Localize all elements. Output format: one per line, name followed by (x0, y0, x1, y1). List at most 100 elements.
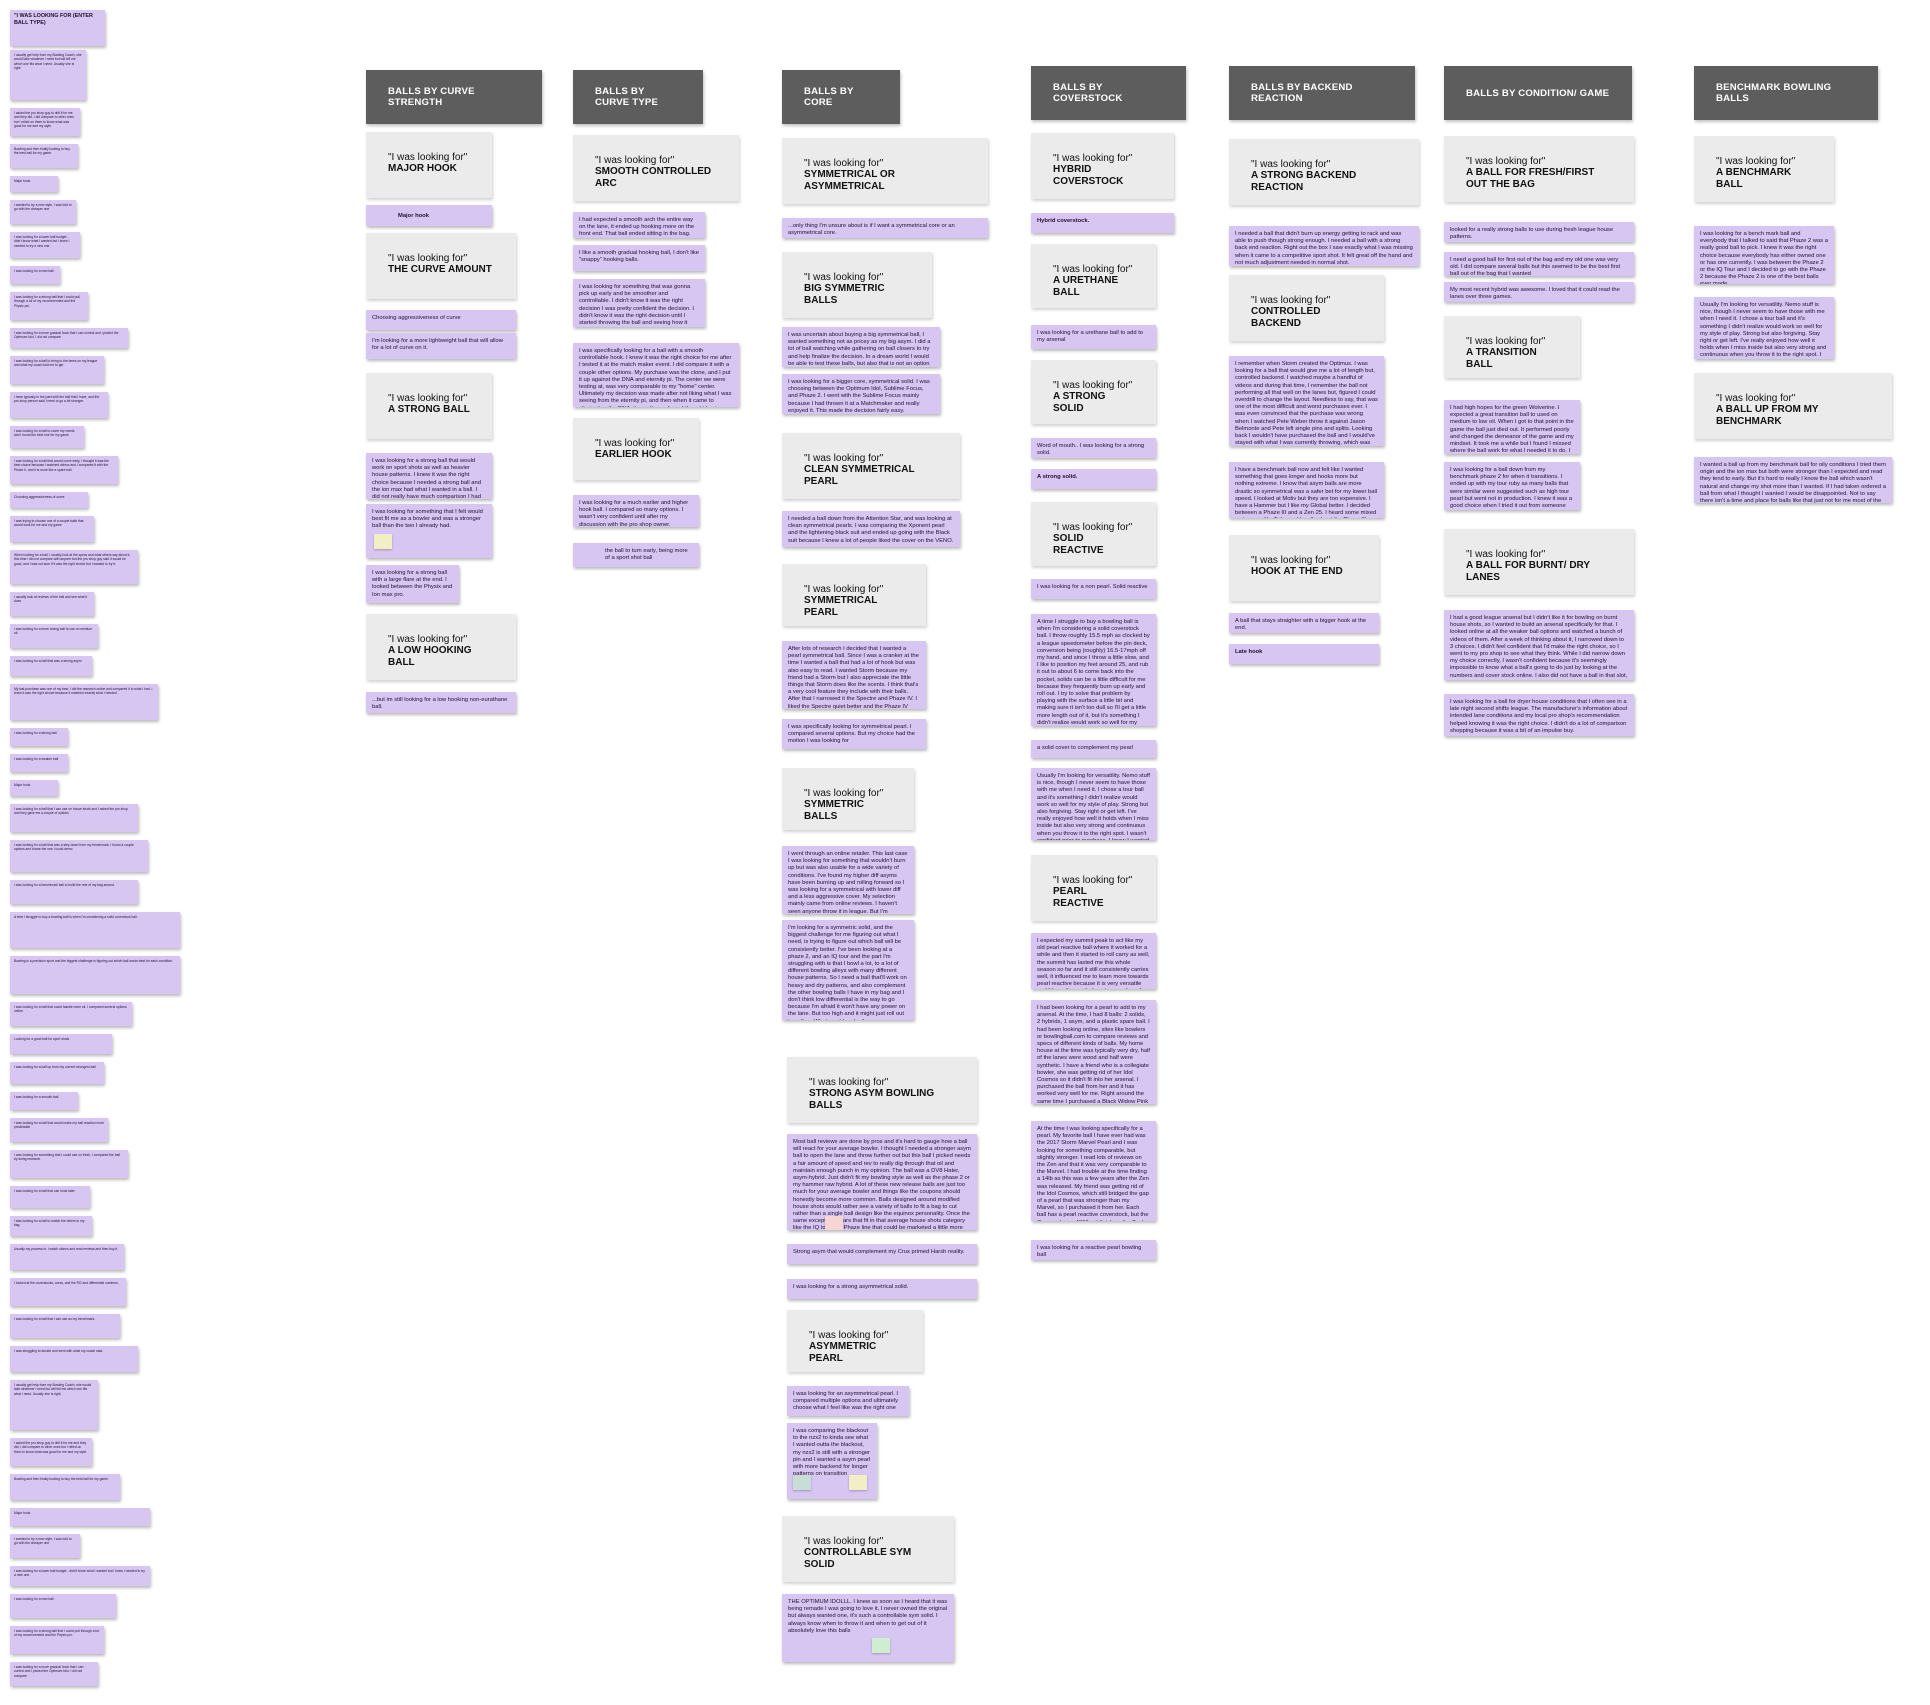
left-note[interactable]: Bowling and then finally looking to buy … (10, 1474, 120, 1500)
note-pearl-reactive-4[interactable]: I was looking for a reactive pearl bowli… (1031, 1240, 1156, 1260)
note-strong-3[interactable]: I was looking for a strong ball with a l… (366, 565, 459, 603)
left-note[interactable]: I was looking for a weaker ball (10, 754, 68, 772)
left-note[interactable]: I was looking for a ball that could hand… (10, 1002, 132, 1026)
note-solid-reactive-2[interactable]: A time I struggle to buy a bowling ball … (1031, 614, 1156, 726)
left-title-note[interactable]: "I WAS LOOKING FOR (ENTER BALL TYPE) (10, 10, 105, 46)
left-note[interactable]: I was looking for a more arcing ball to … (10, 624, 98, 648)
left-note[interactable]: I was looking for a new ball (10, 266, 60, 284)
note-sym-pearl-2[interactable]: I was specifically looking for symmetric… (782, 719, 926, 749)
left-note[interactable]: I was looking for a ball that was a step… (10, 840, 148, 872)
left-note[interactable]: Looking for a good ball for sport shots (10, 1034, 112, 1054)
note-transition-1[interactable]: I had high hopes for the green Wolverine… (1444, 400, 1580, 454)
note-solid-reactive-4[interactable]: Usually I'm looking for versatility. Nem… (1031, 768, 1156, 840)
note-asym-pearl-2[interactable]: I was comparing the blackout to the nzx2… (787, 1423, 877, 1499)
note-hook-end-1[interactable]: A ball that stays straighter with a bigg… (1229, 613, 1379, 633)
note-smooth-2[interactable]: I like a smooth gradual hooking ball, I … (573, 245, 705, 271)
note-smooth-4[interactable]: I was specifically looking for a ball wi… (573, 343, 739, 407)
note-benchmark-2[interactable]: Usually I'm looking for versatility. Nem… (1694, 297, 1834, 359)
note-solid-reactive-1[interactable]: I was looking for a non pearl. Solid rea… (1031, 579, 1156, 599)
note-earlier-2[interactable]: the ball to turn early, being more of a … (573, 543, 699, 567)
note-controlled-2[interactable]: I have a benchmark ball now and felt lik… (1229, 462, 1384, 518)
note-transition-2[interactable]: I was looking for a ball down from my be… (1444, 462, 1580, 510)
note-backend-1[interactable]: I needed a ball that didn't burn up ener… (1229, 226, 1419, 266)
note-strong-2[interactable]: I was looking for something that I felt … (366, 504, 492, 558)
note-benchmark-1[interactable]: I was looking for a bench mark ball and … (1694, 226, 1834, 284)
note-symmetric-2[interactable]: I'm looking for a symmetric solid, and t… (782, 920, 914, 1020)
left-note[interactable]: I looked at the coverstocks, cores, and … (10, 1278, 126, 1306)
note-pearl-reactive-3[interactable]: At the time I was looking specifically f… (1031, 1121, 1156, 1221)
note-earlier-1[interactable]: I was looking for a much earlier and hig… (573, 495, 699, 527)
note-ball-up-1[interactable]: I wanted a ball up from my benchmark bal… (1694, 457, 1892, 503)
note-pearl-reactive-2[interactable]: I had been looking for a pearl to add to… (1031, 1000, 1156, 1104)
left-note[interactable]: I was looking for a ball that would make… (10, 1118, 108, 1142)
note-sym-pearl-1[interactable]: After lots of research I decided that I … (782, 641, 926, 709)
left-note[interactable]: Choosing aggressiveness of curve (10, 492, 88, 508)
note-symmetric-1[interactable]: I went through an online retailer. This … (782, 846, 914, 914)
left-note[interactable]: I wanted to try a new style, I was told … (10, 1534, 80, 1558)
left-note[interactable]: I asked the pro shop guy to drill it for… (10, 1438, 92, 1466)
left-note[interactable]: I was looking for a ball that I can use … (10, 1314, 120, 1338)
note-pearl-reactive-1[interactable]: I expected my summit peak to act like my… (1031, 933, 1156, 989)
note-curve-amount-2[interactable]: I'm looking for a more lightweight ball … (366, 333, 516, 359)
left-note[interactable]: I usually look at reviews of the ball an… (10, 592, 94, 616)
note-strong-1[interactable]: I was looking for a strong ball that wou… (366, 453, 492, 499)
left-note[interactable]: My last purchase was one of my best, I d… (10, 684, 158, 720)
left-note[interactable]: I was looking for a ball that I can use … (10, 804, 138, 832)
note-controlled-1[interactable]: I remember when Storm created the Optimu… (1229, 356, 1384, 446)
left-note[interactable]: I was looking for a ball to match the ot… (10, 1216, 92, 1236)
left-note[interactable]: I was looking for a strong ball that I c… (10, 1626, 104, 1654)
note-strong-asym-1[interactable]: Most ball reviews are done by pros and i… (787, 1134, 977, 1230)
note-urethane[interactable]: I was looking for a urethane ball to add… (1031, 325, 1156, 349)
note-strong-asym-3[interactable]: I was looking for a strong asymmetrical … (787, 1279, 977, 1299)
left-note[interactable]: I have typically in the past with the ba… (10, 392, 108, 418)
note-burnt-1[interactable]: I had a good league arsenal but I didn't… (1444, 610, 1634, 680)
left-note[interactable]: I was looking for a ball to cover my nee… (10, 426, 84, 448)
note-smooth-1[interactable]: I had expected a smooth arch the entire … (573, 212, 705, 238)
left-note[interactable]: When looking for a ball, I usually look … (10, 550, 138, 584)
left-note[interactable]: Bowling is a precision sport and the big… (10, 956, 180, 994)
left-note[interactable]: I was looking for a ball to bring to the… (10, 356, 104, 384)
note-hook-end-2[interactable]: Late hook (1229, 644, 1379, 664)
left-note[interactable]: Usually my process is: I watch videos an… (10, 1244, 124, 1270)
note-major-hook[interactable]: Major hook (366, 205, 492, 226)
note-controllable[interactable]: THE OPTIMUM IDOLLL. I knew as soon as I … (782, 1594, 954, 1662)
note-fresh-3[interactable]: My most recent hybrid was awesome. I lov… (1444, 282, 1634, 302)
left-note[interactable]: Major hook (10, 1508, 150, 1526)
left-note[interactable]: I was trying to choose one of a couple b… (10, 516, 94, 542)
note-strong-solid-1[interactable]: Word of mouth.. I was looking for a stro… (1031, 438, 1156, 458)
left-note[interactable]: I was looking for a more gradual hook th… (10, 328, 128, 348)
left-note[interactable]: I was looking for a new ball (10, 1594, 116, 1618)
left-note[interactable]: I was looking for a benchmark ball to bu… (10, 880, 138, 904)
left-note[interactable]: I was looking for a ball that would curv… (10, 456, 118, 484)
left-note[interactable]: I was looking for a more gradual hook th… (10, 1662, 98, 1686)
left-note[interactable]: I was looking for a lower ball budget - … (10, 232, 80, 258)
note-clean-pearl[interactable]: I needed a ball down from the Attention … (782, 511, 960, 547)
note-asym-pearl-1[interactable]: I was looking for an asymmetrical pearl.… (787, 1386, 909, 1416)
note-fresh-1[interactable]: looked for a really strong balls to use … (1444, 222, 1634, 242)
note-big-sym-2[interactable]: I was looking for a bigger core, symmetr… (782, 374, 940, 414)
left-note[interactable]: I usually get help from my Bowling Coach… (10, 50, 86, 100)
note-fresh-2[interactable]: I need a good ball for first out of the … (1444, 252, 1634, 276)
note-curve-amount-1[interactable]: Choosing aggressiveness of curve (366, 310, 516, 330)
left-note[interactable]: I was struggling to decide and went with… (10, 1346, 138, 1372)
note-hybrid[interactable]: Hybrid coverstock. (1031, 213, 1174, 233)
left-note[interactable]: I usually get help from my Bowling Coach… (10, 1380, 98, 1430)
note-strong-asym-2[interactable]: Strong asym that would complement my Cru… (787, 1244, 977, 1264)
left-note[interactable]: I was looking for a lower ball budget - … (10, 1566, 150, 1586)
left-note[interactable]: I was looking for a ball that can hook l… (10, 1186, 90, 1208)
note-big-sym-1[interactable]: I was uncertain about buying a big symme… (782, 327, 940, 367)
left-note[interactable]: I was looking for something that I could… (10, 1150, 128, 1178)
left-note[interactable]: Major hook (10, 176, 58, 192)
left-note[interactable]: I was looking for a ball up from my curr… (10, 1062, 104, 1084)
note-solid-reactive-3[interactable]: a solid cover to complement my pearl (1031, 740, 1156, 758)
left-note[interactable]: I was looking for a ball that was a stro… (10, 656, 92, 676)
left-note[interactable]: Major hook (10, 780, 58, 796)
note-strong-solid-2[interactable]: A strong solid. (1031, 469, 1156, 489)
left-note[interactable]: A time I struggle to buy a bowling ball … (10, 912, 180, 948)
note-sym-or-asym[interactable]: ...only thing I'm unsure about is if I w… (782, 218, 988, 238)
left-note[interactable]: I wanted to try a new style, I was told … (10, 200, 76, 224)
left-note[interactable]: Bowling and then finally looking to buy … (10, 144, 78, 168)
left-note[interactable]: I was looking for a strong ball (10, 728, 68, 746)
note-burnt-2[interactable]: I was looking for a ball for dryer house… (1444, 694, 1634, 736)
left-note[interactable]: I was looking for a strong ball that I c… (10, 292, 88, 320)
